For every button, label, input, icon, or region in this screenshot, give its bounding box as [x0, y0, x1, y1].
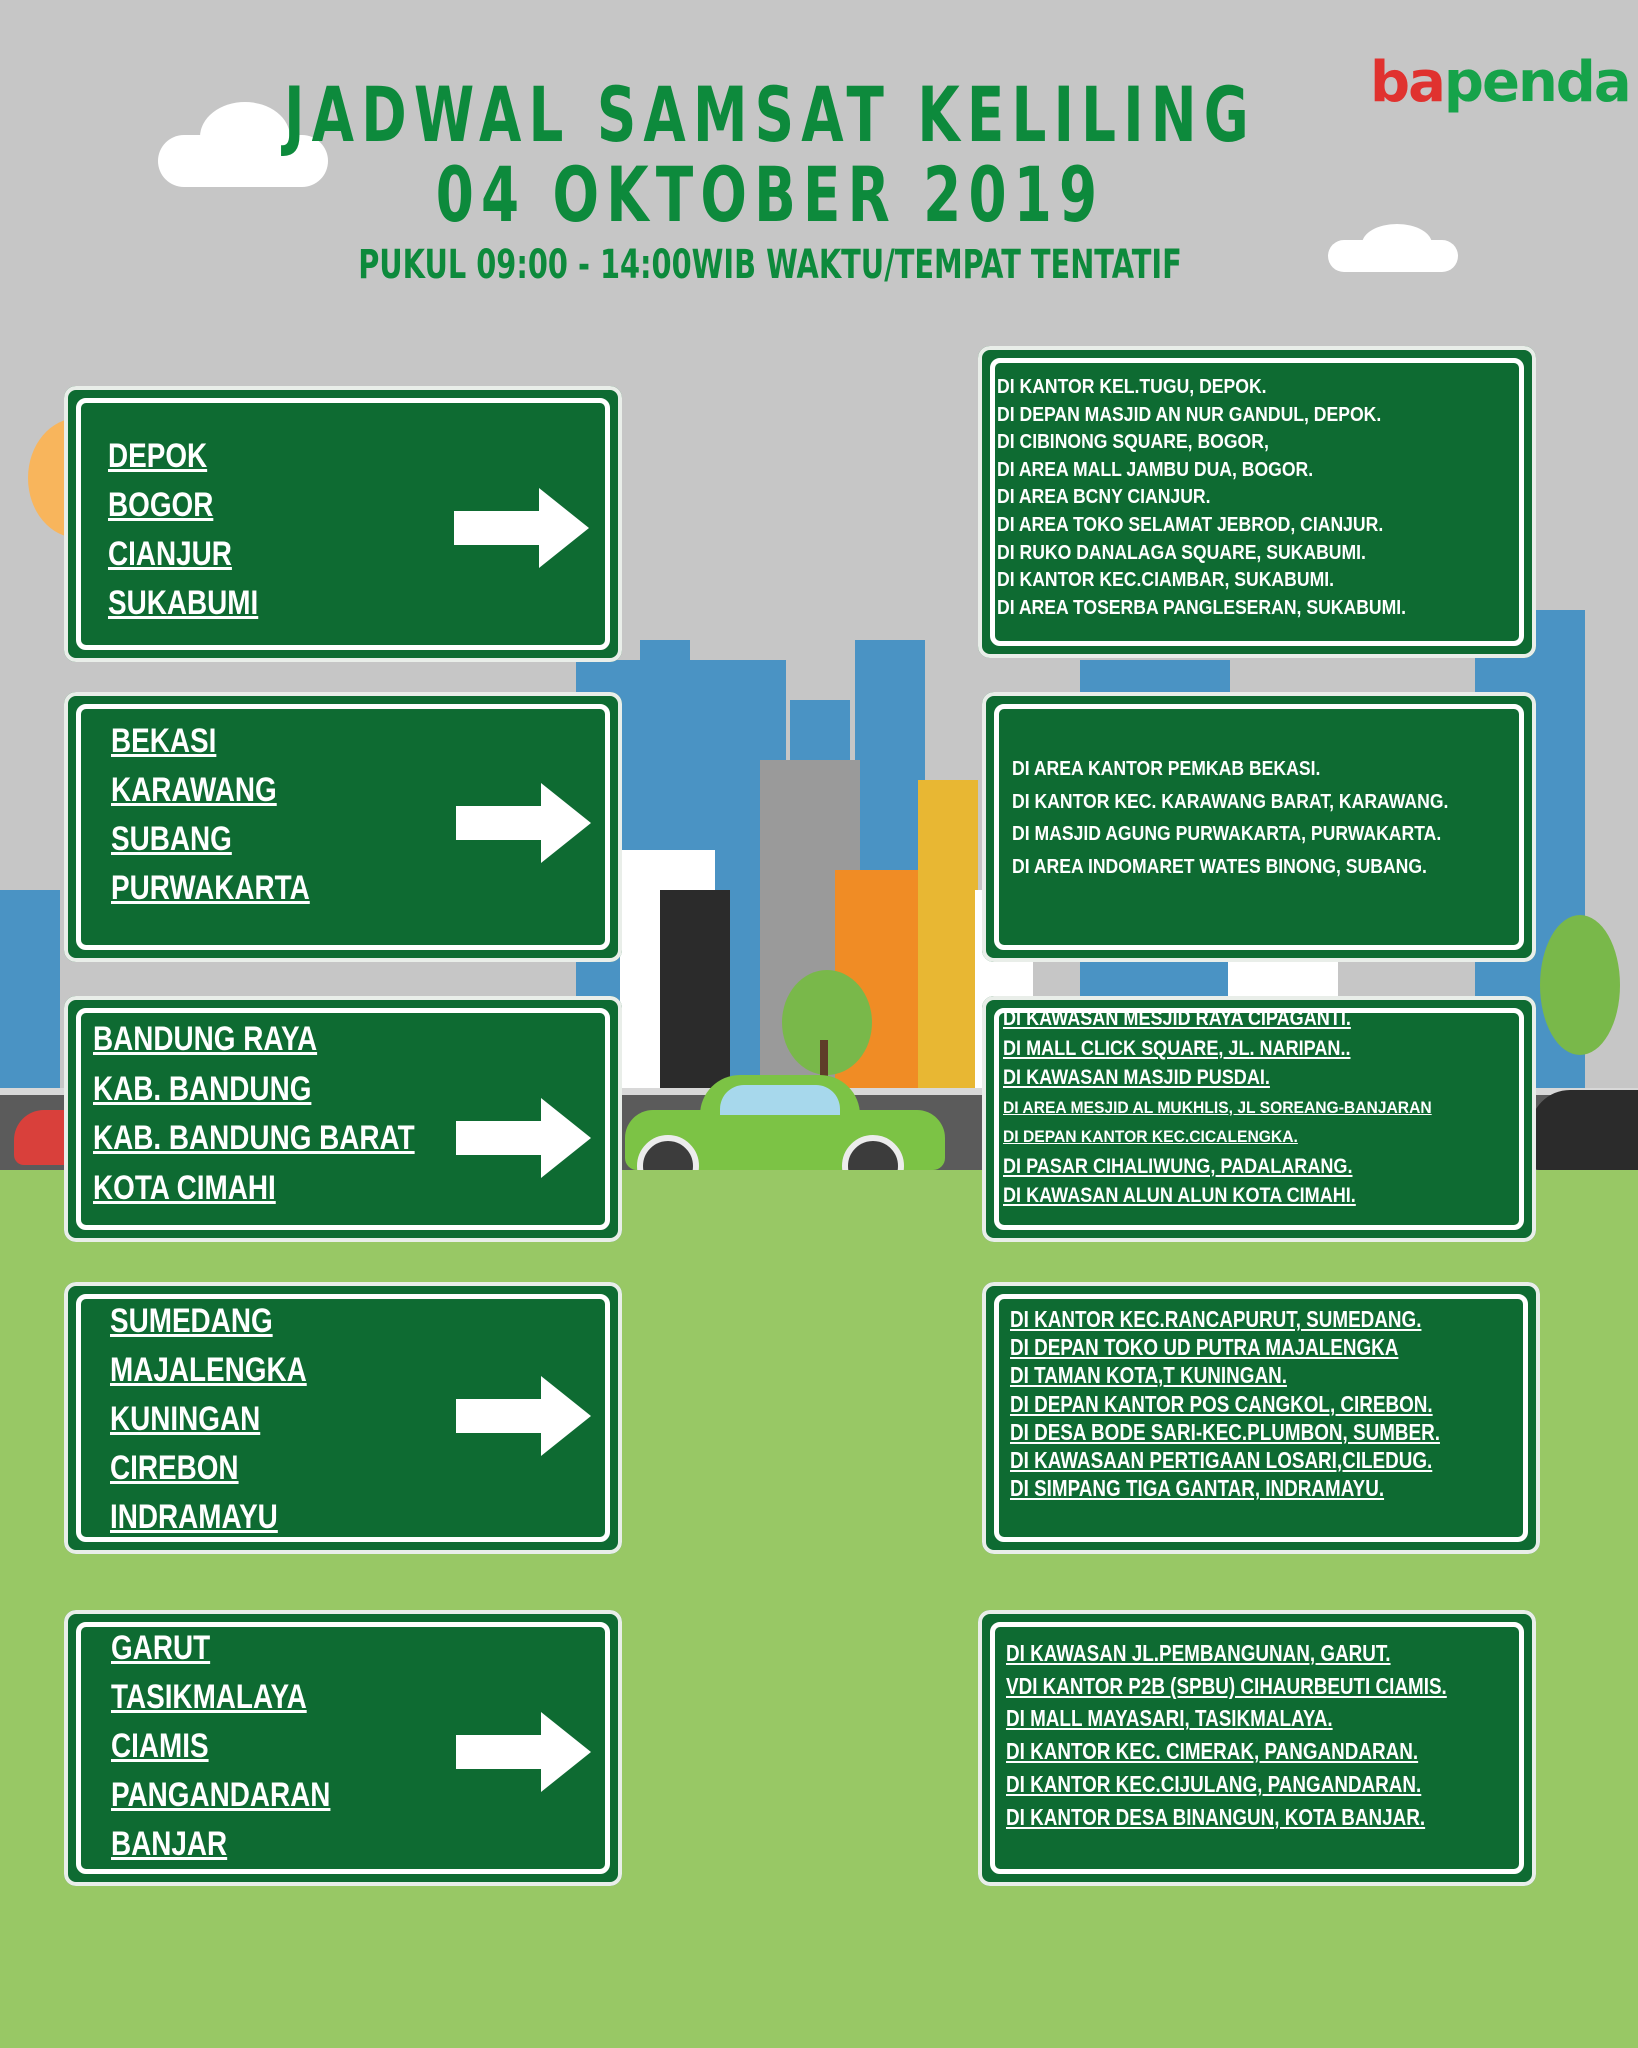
city-item: KAB. BANDUNG — [93, 1069, 312, 1108]
location-item: DI AREA BCNY CIANJUR. — [997, 486, 1211, 509]
location-item: DI AREA TOKO SELAMAT JEBROD, CIANJUR. — [997, 513, 1384, 536]
location-item: DI PASAR CIHALIWUNG, PADALARANG. — [1003, 1154, 1353, 1178]
location-item: DI AREA MALL JAMBU DUA, BOGOR. — [997, 458, 1314, 481]
city-list-1: DEPOK BOGOR CIANJUR SUKABUMI — [108, 432, 291, 628]
location-item: DI MALL MAYASARI, TASIKMALAYA. — [1006, 1705, 1333, 1732]
city-item: MAJALENGKA — [110, 1351, 307, 1389]
city-item: GARUT — [111, 1629, 211, 1667]
city-item: INDRAMAYU — [110, 1498, 278, 1536]
building — [660, 890, 730, 1100]
location-item: VDI KANTOR P2B (SPBU) CIHAURBEUTI CIAMIS… — [1006, 1672, 1447, 1699]
location-item: DI KANTOR KEC.CIAMBAR, SUKABUMI. — [997, 569, 1335, 592]
location-item: DI AREA KANTOR PEMKAB BEKASI. — [1012, 758, 1321, 780]
location-item: DI KAWASAN MESJID RAYA CIPAGANTI. — [1003, 1007, 1351, 1030]
location-item: DI KAWASAN JL.PEMBANGUNAN, GARUT. — [1006, 1640, 1391, 1666]
logo-part-penda: penda — [1443, 50, 1632, 115]
location-sign-5 — [978, 1610, 1536, 1886]
location-item: DI KAWASAAN PERTIGAAN LOSARI,CILEDUG. — [1010, 1447, 1433, 1474]
location-item: DI CIBINONG SQUARE, BOGOR, — [997, 431, 1269, 454]
location-sign-2 — [982, 692, 1536, 962]
city-item: PURWAKARTA — [111, 869, 310, 907]
city-item: CIAMIS — [111, 1727, 209, 1765]
location-item: DI DEPAN KANTOR KEC.CICALENGKA. — [1003, 1127, 1298, 1146]
cloud — [200, 102, 290, 172]
city-item: SUMEDANG — [110, 1302, 273, 1340]
location-item: DI MASJID AGUNG PURWAKARTA, PURWAKARTA. — [1012, 823, 1442, 845]
city-list-2: BEKASI KARAWANG SUBANG PURWAKARTA — [111, 717, 353, 913]
city-item: KAB. BANDUNG BARAT — [93, 1119, 415, 1157]
location-item: DI KANTOR KEC. CIMERAK, PANGANDARAN. — [1006, 1738, 1419, 1765]
location-sign-3 — [982, 996, 1536, 1242]
city-item: BANDUNG RAYA — [93, 1020, 318, 1058]
location-item: DI DESA BODE SARI-KEC.PLUMBON, SUMBER. — [1010, 1418, 1440, 1445]
building — [0, 890, 60, 1100]
car-window — [720, 1085, 840, 1115]
city-item: BANJAR — [111, 1825, 228, 1863]
location-item: DI AREA TOSERBA PANGLESERAN, SUKABUMI. — [997, 596, 1407, 619]
location-list-1: DI KANTOR KEL.TUGU, DEPOK. DI DEPAN MASJ… — [997, 374, 1462, 622]
logo-part-ba: ba — [1370, 50, 1446, 115]
arrow-right-icon — [456, 1712, 591, 1792]
arrow-right-icon — [456, 1376, 591, 1456]
city-item: DEPOK — [108, 437, 208, 475]
location-item: DI SIMPANG TIGA GANTAR, INDRAMAYU. — [1010, 1475, 1385, 1502]
city-list-5: GARUT TASIKMALAYA CIAMIS PANGANDARAN BAN… — [111, 1624, 379, 1869]
arrow-right-icon — [456, 1098, 591, 1178]
location-sign-1 — [978, 346, 1536, 658]
location-list-2: DI AREA KANTOR PEMKAB BEKASI. DI KANTOR … — [1012, 753, 1508, 883]
arrow-right-icon — [456, 783, 591, 863]
location-item: DI KANTOR KEC.CIJULANG, PANGANDARAN. — [1006, 1770, 1422, 1797]
city-item: BOGOR — [108, 486, 214, 524]
location-item: DI DEPAN TOKO UD PUTRA MAJALENGKA — [1010, 1334, 1399, 1361]
location-list-4: DI KANTOR KEC.RANCAPURUT, SUMEDANG. DI D… — [1010, 1305, 1534, 1502]
city-item: KOTA CIMAHI — [93, 1168, 276, 1207]
location-item: DI KANTOR KEL.TUGU, DEPOK. — [997, 376, 1267, 398]
location-item: DI KANTOR KEC.RANCAPURUT, SUMEDANG. — [1010, 1306, 1422, 1332]
location-item: DI TAMAN KOTA,T KUNINGAN. — [1010, 1362, 1287, 1389]
tree-trunk — [820, 1040, 828, 1100]
location-list-5: DI KAWASAN JL.PEMBANGUNAN, GARUT. VDI KA… — [1006, 1637, 1544, 1833]
city-item: KUNINGAN — [110, 1400, 261, 1438]
arrow-right-icon — [454, 488, 589, 568]
cloud — [1362, 224, 1432, 264]
city-item: BEKASI — [111, 722, 217, 760]
building — [918, 780, 978, 1100]
city-item: SUKABUMI — [108, 584, 259, 622]
location-item: DI RUKO DANALAGA SQUARE, SUKABUMI. — [997, 541, 1366, 564]
tree — [1540, 915, 1620, 1055]
location-item: DI KAWASAN MASJID PUSDAI. — [1003, 1066, 1270, 1089]
page-title-line1: JADWAL SAMSAT KELILING — [284, 70, 1256, 159]
location-item: DI MALL CLICK SQUARE, JL. NARIPAN.. — [1003, 1036, 1351, 1060]
city-item: CIREBON — [110, 1449, 239, 1487]
city-list-4: SUMEDANG MAJALENGKA KUNINGAN CIREBON IND… — [110, 1297, 350, 1542]
location-item: DI KANTOR DESA BINANGUN, KOTA BANJAR. — [1006, 1803, 1426, 1830]
location-sign-4 — [982, 1282, 1540, 1554]
city-item: CIANJUR — [108, 535, 232, 573]
location-item: DI KANTOR KEC. KARAWANG BARAT, KARAWANG. — [1012, 790, 1449, 813]
location-item: DI KAWASAN ALUN ALUN KOTA CIMAHI. — [1003, 1184, 1356, 1207]
city-item: SUBANG — [111, 820, 232, 858]
bapenda-logo: bapenda — [1370, 50, 1632, 115]
page-subtitle: PUKUL 09:00 - 14:00WIB WAKTU/TEMPAT TENT… — [358, 242, 1182, 288]
car-partial — [1530, 1090, 1638, 1170]
location-item: DI DEPAN MASJID AN NUR GANDUL, DEPOK. — [997, 403, 1382, 426]
page-title-line2: 04 OKTOBER 2019 — [435, 150, 1105, 239]
location-item: DI AREA INDOMARET WATES BINONG, SUBANG. — [1012, 855, 1427, 878]
city-item: TASIKMALAYA — [111, 1678, 307, 1716]
location-list-3: DI KAWASAN MESJID RAYA CIPAGANTI. DI MAL… — [1003, 1004, 1469, 1211]
building — [640, 640, 690, 680]
location-item: DI AREA MESJID AL MUKHLIS, JL SOREANG-BA… — [1003, 1097, 1432, 1117]
city-item: PANGANDARAN — [111, 1776, 331, 1814]
location-item: DI DEPAN KANTOR POS CANGKOL, CIREBON. — [1010, 1390, 1433, 1417]
city-item: KARAWANG — [111, 771, 277, 809]
city-sign-3 — [64, 996, 622, 1242]
city-list-3: BANDUNG RAYA KAB. BANDUNG KAB. BANDUNG B… — [93, 1015, 485, 1213]
